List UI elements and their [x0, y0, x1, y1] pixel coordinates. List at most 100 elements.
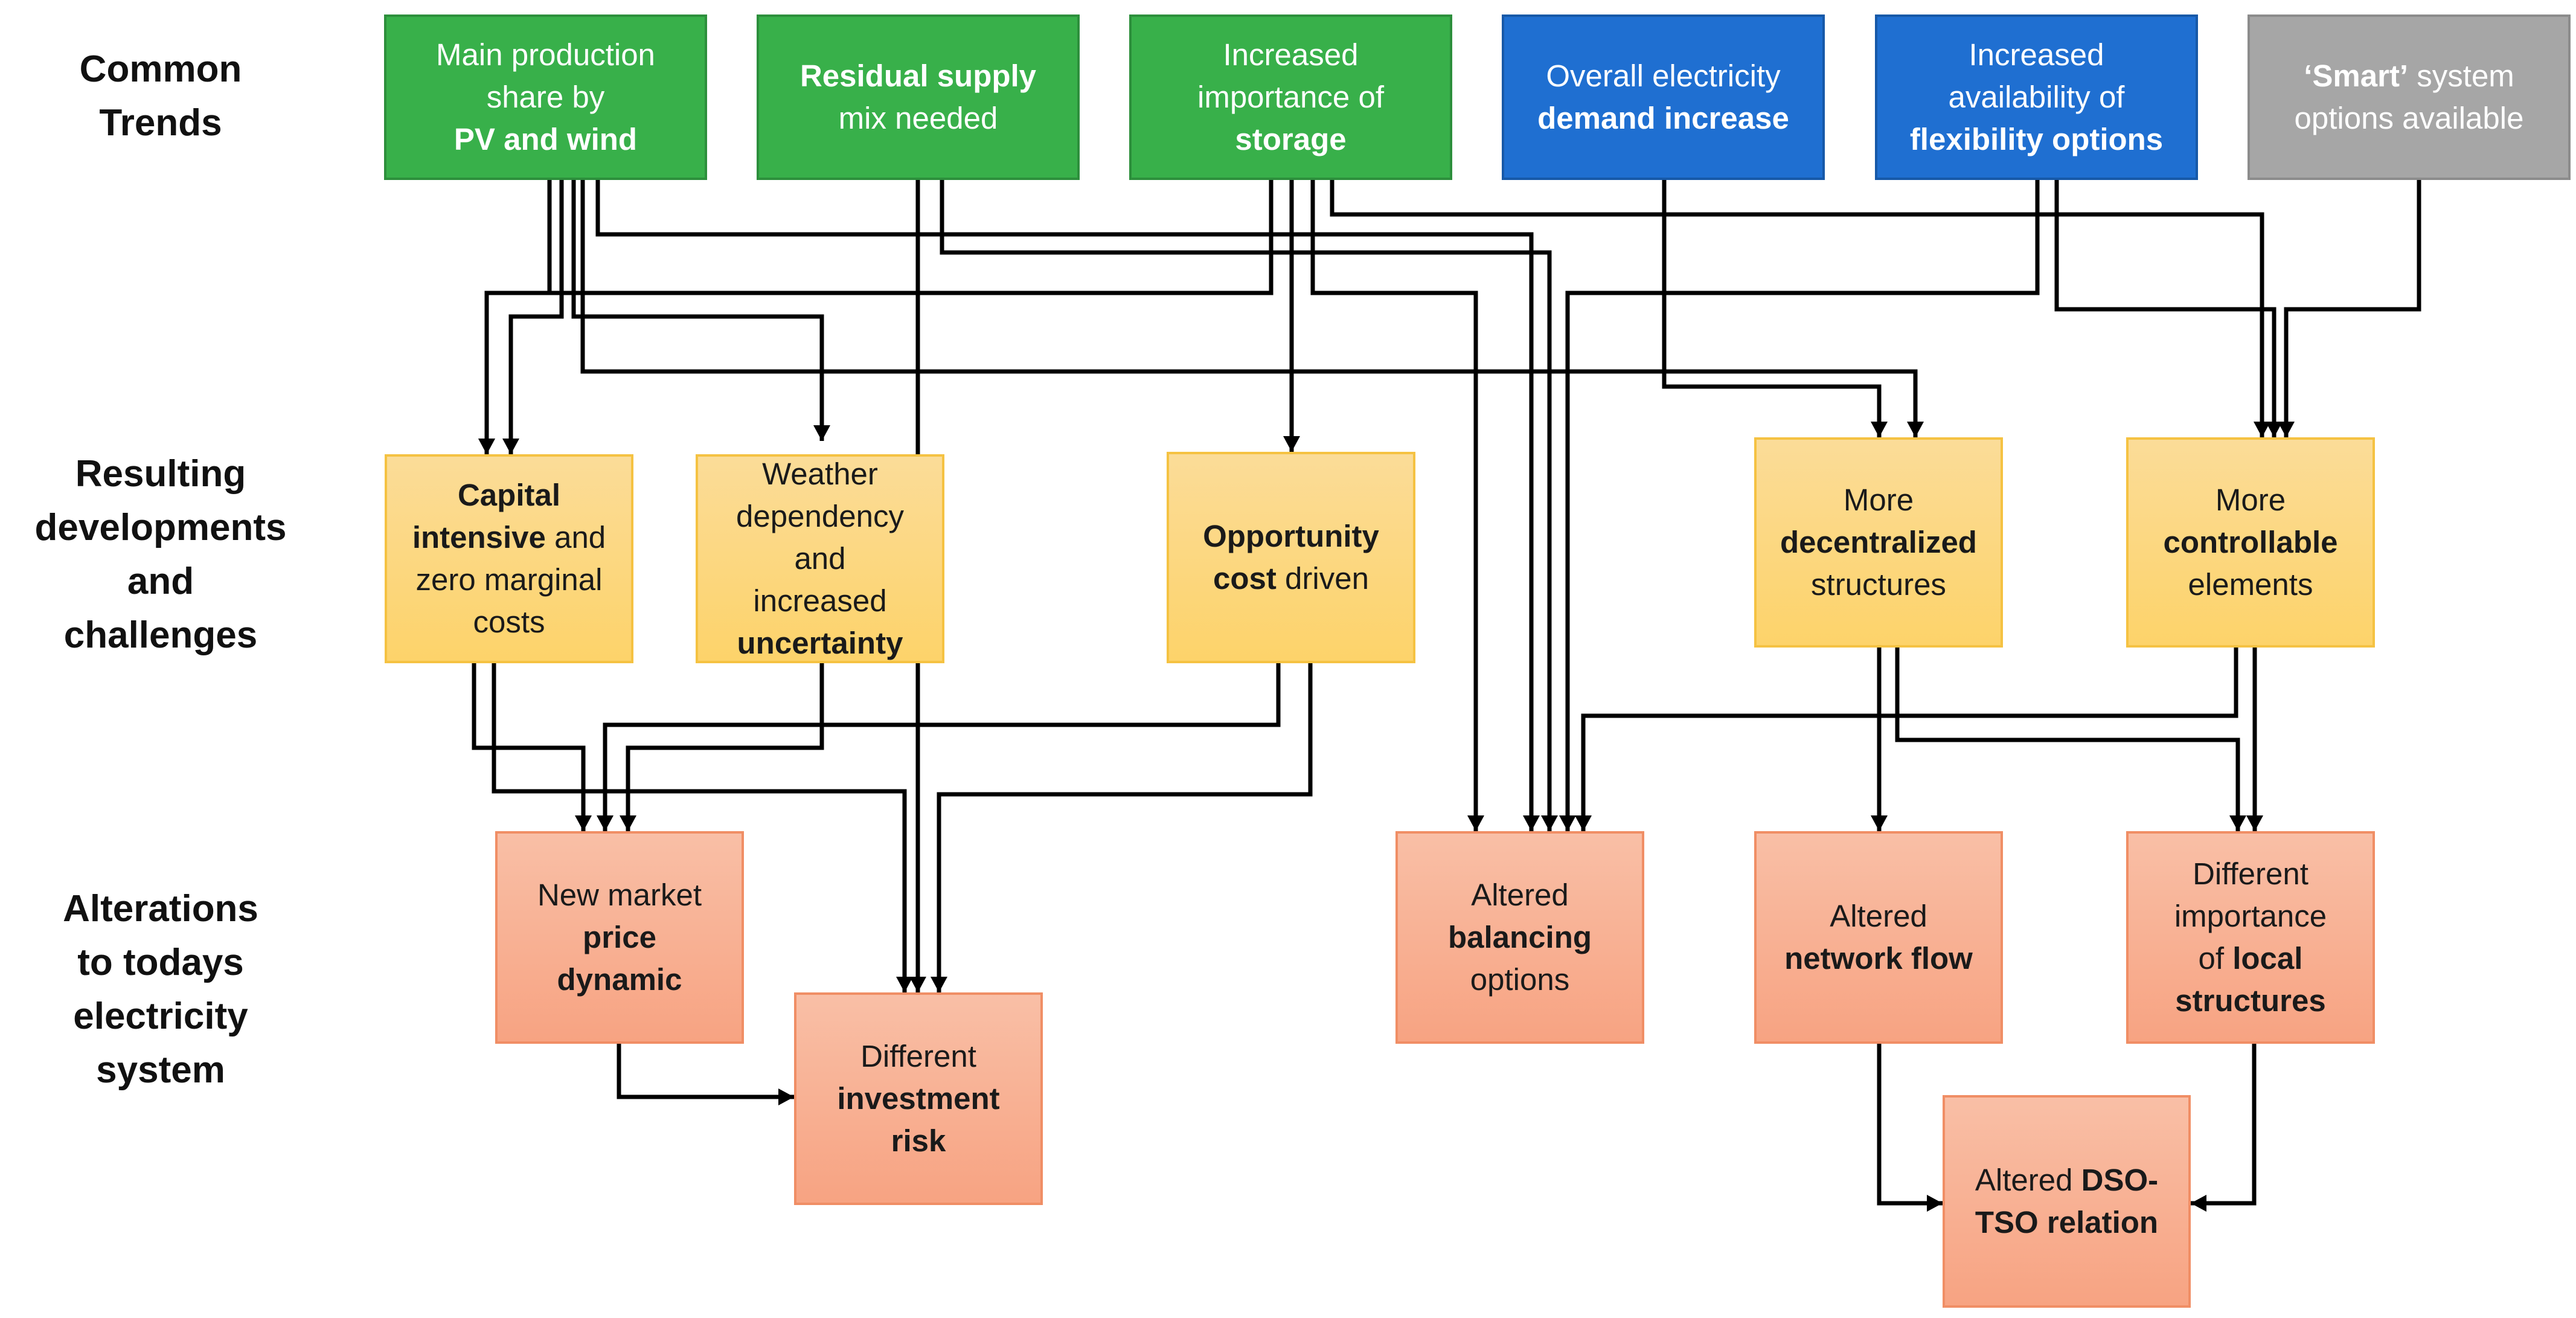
- row-label-line: developments: [34, 507, 287, 548]
- box-label-line: intensive and: [412, 520, 606, 555]
- row-label-developments: Resulting developments and challenges: [4, 447, 318, 662]
- arrow-pvwind-to-decentralized: [580, 180, 1918, 437]
- box-label-bold: network flow: [1784, 941, 1973, 976]
- arrowhead: [778, 1088, 794, 1105]
- box-label-line: Altered: [1471, 878, 1569, 912]
- row-label-line: Alterations: [63, 888, 258, 930]
- arrow-flexibility-to-controllable: [2054, 180, 2276, 437]
- arrowhead: [620, 815, 636, 831]
- box-label-bold: TSO relation: [1975, 1205, 2159, 1239]
- row-label-common-trends: Common Trends: [4, 42, 318, 150]
- arrowhead: [2246, 815, 2263, 831]
- dev-opportunity-cost-box: Opportunity cost driven: [1167, 452, 1415, 663]
- arrow-opportunity-to-marketprice: [603, 663, 1281, 831]
- arrow-capital-to-investment: [492, 663, 907, 992]
- trend-smart-options-box: ‘Smart’ system options available: [2248, 14, 2571, 180]
- arrowhead: [1907, 422, 1924, 437]
- box-label-line: zero marginal: [415, 562, 603, 597]
- box-label-line: Residual supply: [800, 55, 1036, 97]
- box-label-line: availability of: [1948, 80, 2125, 114]
- box-label: Residual supply mix needed: [800, 55, 1036, 140]
- box-label-line: cost driven: [1213, 561, 1369, 596]
- alt-local-structures-box: Different importance of local structures: [2126, 831, 2375, 1044]
- row-label-line: Common: [79, 48, 242, 90]
- box-label-bold: Capital: [457, 478, 561, 512]
- box-label-line: ‘Smart’ system: [2304, 59, 2514, 93]
- box-label-line: and: [794, 541, 846, 576]
- box-label-line: New market: [537, 878, 702, 912]
- box-label-line: More: [1843, 483, 1914, 517]
- arrow-network-to-dsotso: [1877, 1043, 1943, 1206]
- row-label-line: system: [96, 1049, 225, 1091]
- box-label-line: network flow: [1784, 937, 1973, 980]
- connector-arrows: [472, 180, 2421, 1206]
- box-label-line: dynamic: [537, 959, 702, 1001]
- box-label: Altered DSO- TSO relation: [1975, 1159, 2158, 1244]
- box-label-line: importance: [2174, 899, 2327, 933]
- arrow-storage-to-capital: [484, 180, 1274, 454]
- box-label-line: Weather: [762, 457, 878, 491]
- box-label: Different importance of local structures: [2174, 853, 2327, 1022]
- box-label-bold: PV and wind: [453, 122, 638, 156]
- box-label-bold: intensive: [412, 520, 546, 555]
- box-label-bold: uncertainty: [737, 626, 903, 660]
- arrow-storage-to-balancing: [1310, 180, 1478, 831]
- arrowhead: [2278, 422, 2295, 437]
- box-label-line: Capital: [412, 474, 606, 516]
- arrowhead: [896, 977, 913, 992]
- box-label-bold: DSO-: [2081, 1163, 2159, 1197]
- box-label-bold: cost: [1213, 561, 1277, 596]
- box-label-line: controllable: [2163, 521, 2337, 564]
- box-label-line: structures: [2174, 980, 2327, 1022]
- arrow-pvwind-to-weather: [571, 180, 824, 441]
- box-label-line: structures: [1811, 567, 1946, 602]
- arrowhead: [502, 439, 519, 454]
- box-label-line: Different: [860, 1039, 976, 1073]
- box-label-bold: local: [2232, 941, 2303, 976]
- row-label-line: challenges: [63, 614, 258, 656]
- alt-dso-tso-box: Altered DSO- TSO relation: [1943, 1095, 2191, 1308]
- box-label-line: mix needed: [838, 101, 998, 135]
- box-label-line: options available: [2294, 101, 2524, 135]
- box-label-line: elements: [2188, 567, 2313, 602]
- box-label: New market price dynamic: [537, 874, 702, 1001]
- box-label: More decentralized structures: [1780, 479, 1977, 606]
- box-label-bold: options: [2052, 122, 2164, 156]
- box-label-line: Altered DSO-: [1975, 1163, 2159, 1197]
- arrow-smart-to-controllable: [2284, 180, 2421, 437]
- box-label-line: investment: [837, 1078, 999, 1120]
- arrowhead: [575, 815, 592, 831]
- box-label-bold: Residual supply: [799, 59, 1037, 93]
- arrow-weather-to-marketprice: [626, 663, 824, 831]
- box-label: ‘Smart’ system options available: [2295, 55, 2524, 140]
- box-label-line: of local: [2198, 941, 2303, 976]
- arrow-decentralized-to-local: [1895, 648, 2240, 831]
- box-label-bold: decentralized: [1780, 525, 1977, 559]
- arrowhead: [597, 815, 614, 831]
- box-label-bold: Opportunity: [1203, 519, 1379, 553]
- box-label-bold: dynamic: [557, 962, 682, 997]
- box-label-bold: controllable: [2163, 525, 2338, 559]
- arrowhead: [1283, 436, 1300, 452]
- box-label-bold: investment: [837, 1081, 1000, 1116]
- box-label-bold: risk: [891, 1124, 946, 1158]
- box-label-line: TSO relation: [1975, 1201, 2158, 1244]
- box-label-line: Different: [2193, 857, 2308, 891]
- arrowhead: [1541, 815, 1558, 831]
- box-label-bold: price: [583, 920, 656, 954]
- row-label-line: electricity: [73, 995, 248, 1037]
- box-label-line: price: [537, 916, 702, 959]
